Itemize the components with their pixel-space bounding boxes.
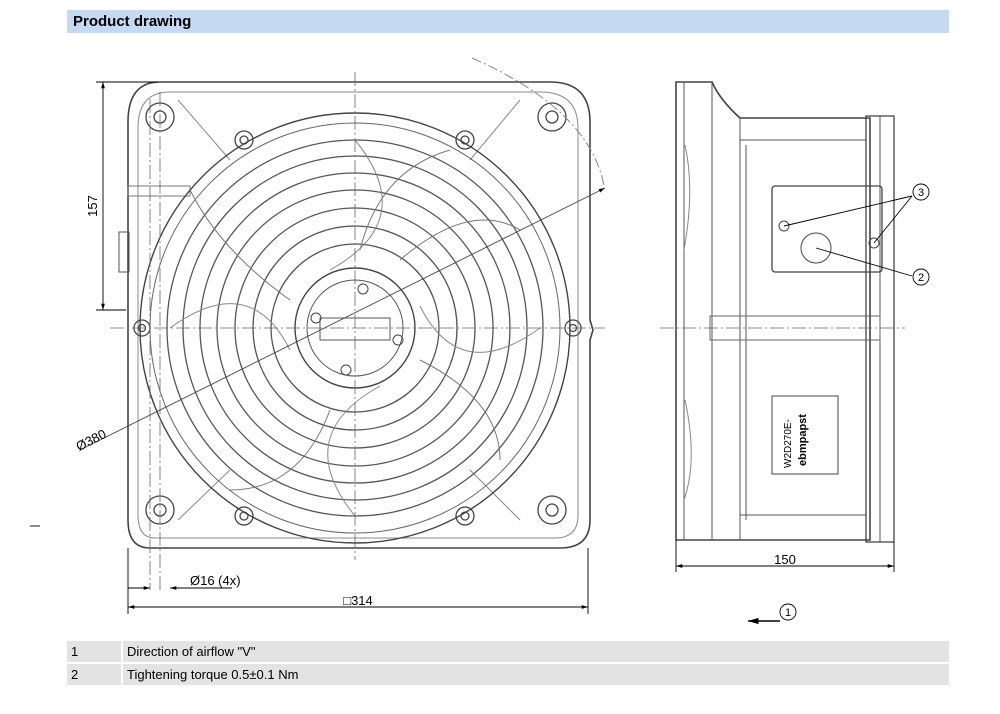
dim-157: 157 [85,195,100,217]
dim-hole-16: Ø16 (4x) [190,573,241,588]
terminal-screw [778,220,790,232]
callout-3: 3 [912,183,930,201]
callout-1: 1 [779,603,797,621]
svg-text:3: 3 [918,187,924,199]
terminal-screw [868,237,880,249]
legend-number: 2 [71,667,79,682]
svg-text:1: 1 [785,607,791,619]
fan-blade [359,149,451,251]
fan-blade [189,189,291,301]
side-housing [675,81,871,541]
center-lines [110,72,605,592]
legend-table: 1 Direction of airflow "V" 2 Tightening … [67,641,949,687]
label-plate [771,395,839,475]
side-view [660,81,905,543]
legend-row: 2 Tightening torque 0.5±0.1 Nm [67,664,949,685]
legend-row: 1 Direction of airflow "V" [67,641,949,662]
housing-outline [127,81,594,549]
cable-gland [800,232,832,264]
label-model: W2D270E- [783,419,794,468]
housing-inner [137,91,579,539]
side-dimensions [675,195,913,625]
section-title: Product drawing [73,13,192,30]
fan-blade [399,219,521,261]
dim-150: 150 [774,552,796,567]
legend-text: Tightening torque 0.5±0.1 Nm [127,667,299,682]
section-header: Product drawing [67,10,949,33]
fan-blade [229,409,331,491]
side-tab [127,185,191,197]
terminal-box [771,185,883,273]
dim-square-314: □314 [343,593,373,608]
legend-text: Direction of airflow "V" [127,644,256,659]
fan-blade [419,359,501,461]
side-connector [118,231,130,273]
front-dimensions [30,81,589,614]
legend-number: 1 [71,644,79,659]
svg-text:2: 2 [918,272,924,284]
label-brand: ebmpapst [797,414,809,466]
dim-diameter-380: Ø380 [73,426,108,454]
callout-2: 2 [912,268,930,286]
front-view [79,57,606,592]
